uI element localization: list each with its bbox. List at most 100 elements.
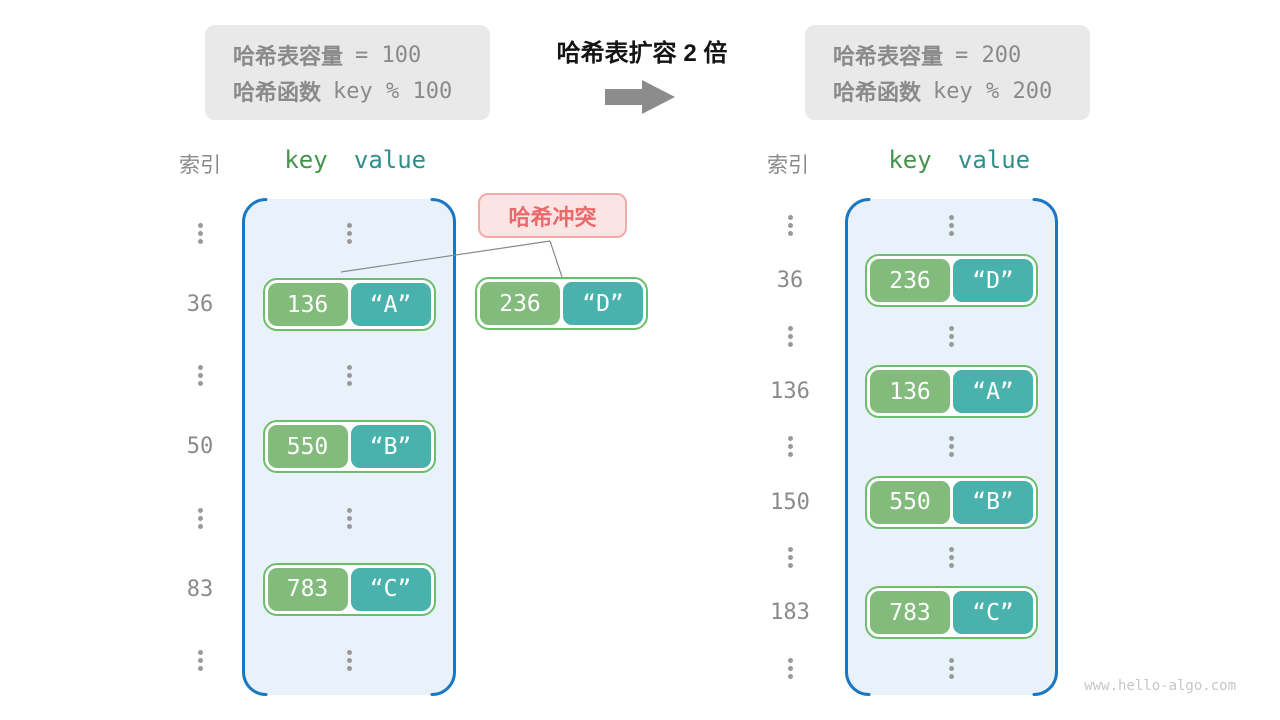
- capacity-line: 哈希表容量 = 100: [233, 37, 490, 73]
- table-row: 783“C”: [845, 585, 1058, 640]
- container-bracket-border: [845, 198, 1058, 696]
- right-value-header: value: [957, 146, 1031, 174]
- left-key-header: key: [284, 146, 328, 174]
- ellipsis-dots: [346, 365, 352, 387]
- table-row: [242, 340, 456, 411]
- right-key-header: key: [888, 146, 932, 174]
- ellipsis-dots: [787, 657, 793, 679]
- left-bucket-slots: 136“A” 550“B” 783“C”: [242, 198, 456, 696]
- value-cell: “B”: [953, 480, 1033, 524]
- table-row: 550“B”: [845, 475, 1058, 530]
- index-row: 136: [755, 364, 825, 419]
- index-row: 36: [755, 253, 825, 308]
- table-row: 783“C”: [242, 554, 456, 625]
- ellipsis-dots: [197, 507, 203, 529]
- capacity-box-before: 哈希表容量 = 100 哈希函数 key % 100: [205, 25, 490, 120]
- index-row: [165, 198, 235, 269]
- table-row: [845, 309, 1058, 364]
- bucket-pair: 550“B”: [865, 475, 1038, 529]
- index-label: 83: [186, 576, 214, 602]
- ellipsis-dots: [787, 325, 793, 347]
- key-cell: 550: [267, 425, 348, 469]
- index-row: 50: [165, 411, 235, 482]
- table-row: 136“A”: [242, 269, 456, 340]
- index-label: 36: [776, 268, 804, 294]
- bucket-pair: 236“D”: [865, 254, 1038, 308]
- expand-arrow-icon: [605, 80, 675, 114]
- key-cell: 236: [480, 282, 560, 325]
- ellipsis-dots: [197, 365, 203, 387]
- right-bucket-slots: 236“D” 136“A” 550“B” 783“C”: [845, 198, 1058, 696]
- table-row: [242, 198, 456, 269]
- table-row: [845, 530, 1058, 585]
- index-row: [755, 309, 825, 364]
- ellipsis-dots: [346, 507, 352, 529]
- bucket-pair: 136“A”: [865, 365, 1038, 419]
- value-cell: “A”: [953, 370, 1033, 414]
- collision-callout: 哈希冲突: [478, 193, 627, 238]
- index-row: [755, 641, 825, 696]
- value-cell: “C”: [953, 591, 1033, 635]
- ellipsis-dots: [346, 649, 352, 671]
- index-row: [165, 625, 235, 696]
- index-row: [165, 483, 235, 554]
- container-bracket-border: [242, 198, 456, 696]
- ellipsis-dots: [787, 215, 793, 237]
- ellipsis-dots: [949, 657, 954, 679]
- table-row: 236“D”: [845, 253, 1058, 308]
- bucket-pair: 783“C”: [865, 586, 1038, 640]
- bucket-pair: 550“B”: [262, 420, 436, 474]
- right-hash-table-container: 236“D” 136“A” 550“B” 783“C”: [845, 198, 1058, 696]
- capacity-value: = 200: [955, 42, 1022, 68]
- ellipsis-dots: [197, 649, 203, 671]
- table-row: 136“A”: [845, 364, 1058, 419]
- capacity-label: 哈希表容量: [833, 44, 944, 69]
- capacity-line: 哈希表容量 = 200: [833, 37, 1090, 73]
- ellipsis-dots: [949, 215, 954, 237]
- collision-pair: 236 “D”: [475, 277, 648, 330]
- value-cell: “A”: [350, 283, 431, 327]
- hash-function-line: 哈希函数 key % 200: [833, 73, 1090, 109]
- ellipsis-dots: [949, 436, 954, 458]
- ellipsis-dots: [787, 547, 793, 569]
- table-row: [242, 483, 456, 554]
- watermark: www.hello-algo.com: [1084, 678, 1236, 694]
- right-index-header: 索引: [767, 154, 809, 177]
- key-cell: 783: [267, 567, 348, 611]
- index-label: 150: [770, 489, 810, 515]
- bucket-pair: 136“A”: [262, 278, 436, 332]
- index-label: 136: [770, 379, 810, 405]
- key-cell: 550: [870, 480, 950, 524]
- ellipsis-dots: [949, 547, 954, 569]
- capacity-box-after: 哈希表容量 = 200 哈希函数 key % 200: [805, 25, 1090, 120]
- index-label: 183: [770, 600, 810, 626]
- key-cell: 136: [870, 370, 950, 414]
- key-cell: 136: [267, 283, 348, 327]
- capacity-label: 哈希表容量: [233, 44, 344, 69]
- left-index-header: 索引: [179, 154, 221, 177]
- index-label: 50: [186, 434, 214, 460]
- table-row: [242, 625, 456, 696]
- hash-function-value: key % 100: [333, 78, 453, 104]
- key-cell: 236: [870, 259, 950, 303]
- left-value-header: value: [353, 146, 427, 174]
- expand-title: 哈希表扩容 2 倍: [556, 40, 728, 67]
- ellipsis-dots: [346, 223, 352, 245]
- key-cell: 783: [870, 591, 950, 635]
- hash-function-label: 哈希函数: [833, 80, 922, 105]
- table-row: [845, 419, 1058, 474]
- capacity-value: = 100: [355, 42, 422, 68]
- index-row: 183: [755, 585, 825, 640]
- index-row: [755, 198, 825, 253]
- value-cell: “D”: [563, 282, 643, 325]
- hash-function-line: 哈希函数 key % 100: [233, 73, 490, 109]
- hash-function-label: 哈希函数: [233, 80, 322, 105]
- table-row: 550“B”: [242, 411, 456, 482]
- ellipsis-dots: [197, 223, 203, 245]
- index-row: 83: [165, 554, 235, 625]
- index-row: [755, 530, 825, 585]
- value-cell: “C”: [350, 567, 431, 611]
- table-row: [845, 198, 1058, 253]
